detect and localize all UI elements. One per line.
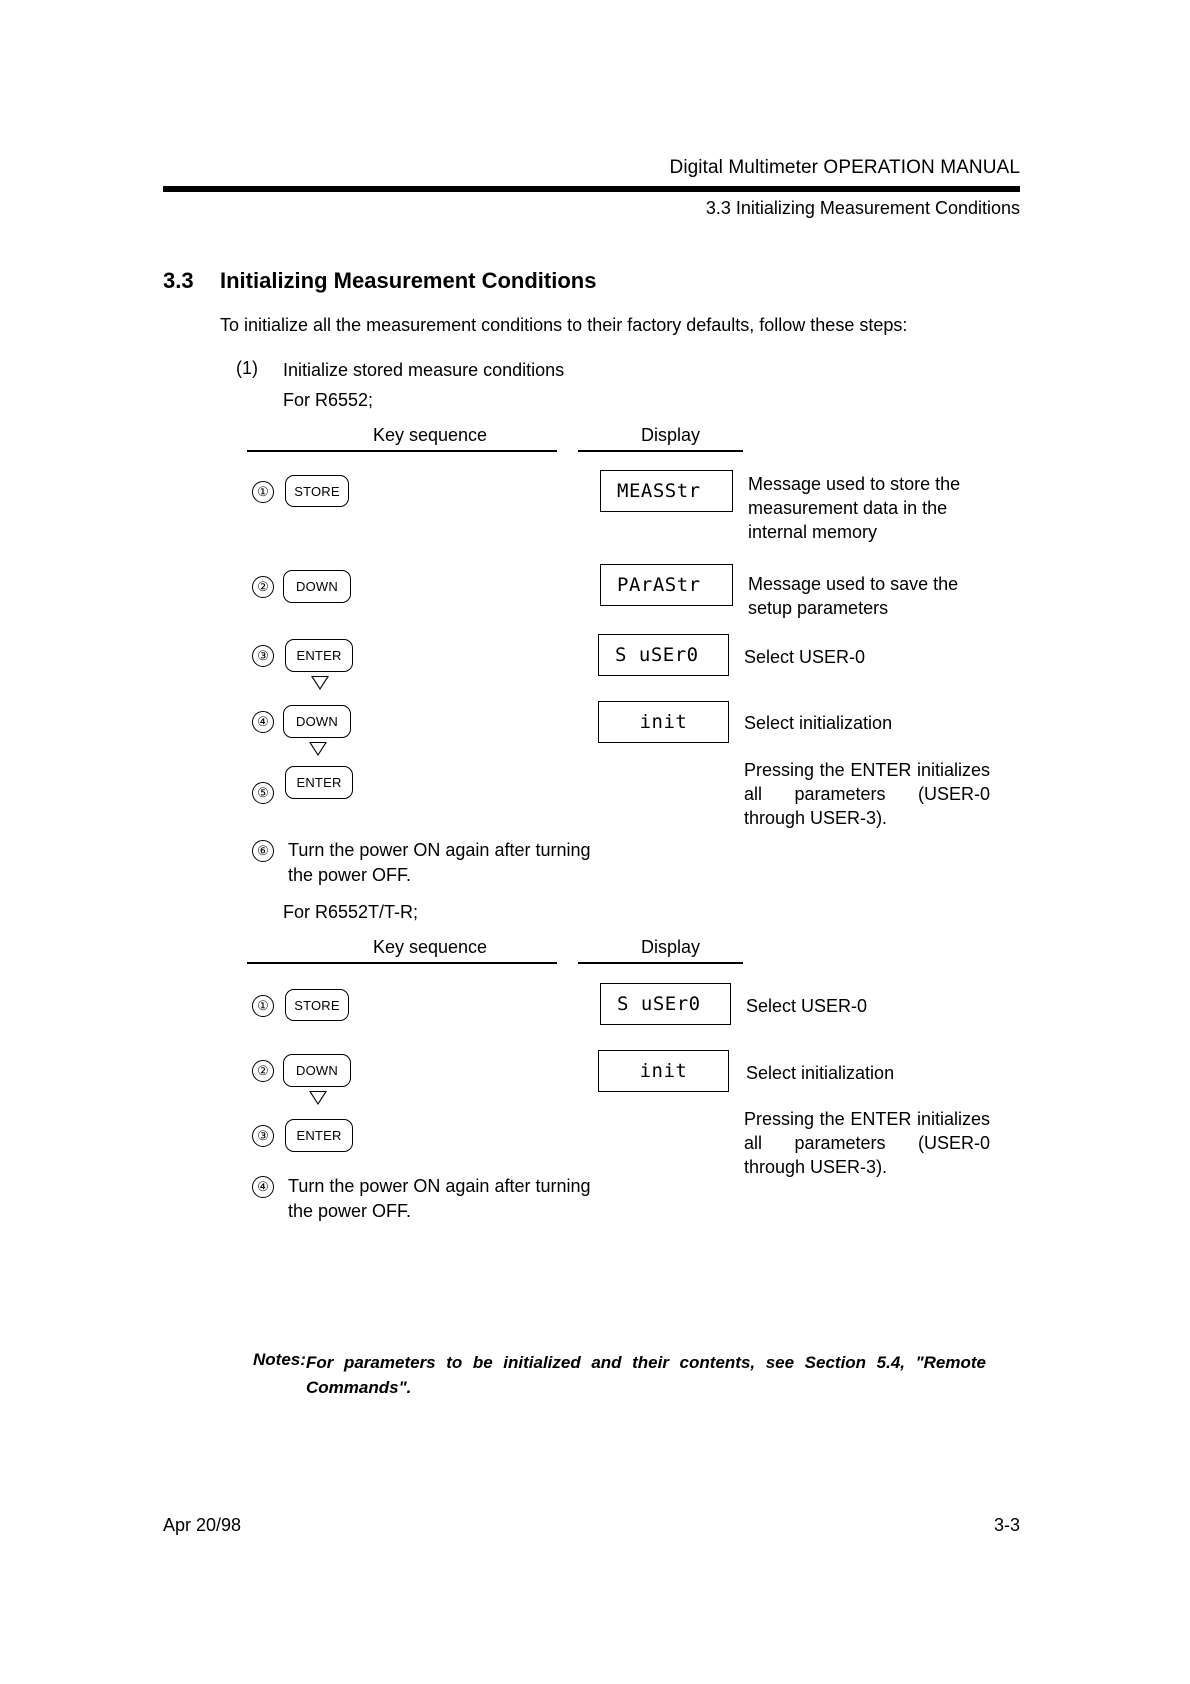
section-number: 3.3: [163, 268, 194, 293]
notes-label: Notes:: [253, 1350, 306, 1369]
table1-col-display-rule: [578, 450, 743, 452]
row-description: Select USER-0: [746, 996, 868, 1016]
table1-row-index: ⑤: [252, 782, 274, 804]
down-arrow-icon: [309, 1091, 327, 1105]
table1-col-key-rule: [247, 450, 557, 452]
table2-final-step-index: ④: [252, 1176, 274, 1198]
key-button-down[interactable]: DOWN: [283, 1054, 351, 1087]
table1-row-index: ②: [252, 576, 274, 598]
row-description: Pressing the ENTER initializes all param…: [744, 760, 990, 828]
display-box: MEASStr: [600, 470, 733, 512]
key-button-store[interactable]: STORE: [285, 475, 349, 507]
display-box: S uSEr0: [600, 983, 731, 1025]
table1-row-index: ④: [252, 711, 274, 733]
key-button-enter[interactable]: ENTER: [285, 766, 353, 799]
step-1-number: (1): [236, 358, 258, 378]
footer-page-number: 3-3: [993, 1515, 1020, 1535]
row-description: Select initialization: [746, 1063, 895, 1083]
down-arrow-icon: [309, 742, 327, 756]
table1-col-key-sequence: Key sequence: [372, 425, 488, 445]
key-button-store[interactable]: STORE: [285, 989, 349, 1021]
key-button-enter[interactable]: ENTER: [285, 1119, 353, 1152]
table1-row-index: ③: [252, 645, 274, 667]
table2-col-display: Display: [640, 937, 701, 957]
display-box: S uSEr0: [598, 634, 729, 676]
key-button-down[interactable]: DOWN: [283, 570, 351, 603]
table1-row-index: ①: [252, 481, 274, 503]
row-description: Message used to save the setup parameter…: [748, 574, 959, 618]
table2-row-index: ③: [252, 1125, 274, 1147]
row-description: Select USER-0: [744, 647, 866, 667]
table1-final-step-text: Turn the power ON again after turning th…: [288, 840, 591, 885]
header-rule: [163, 186, 1020, 192]
row-description: Select initialization: [744, 713, 893, 733]
notes-body: For parameters to be initialized and the…: [306, 1353, 986, 1397]
table1-col-display: Display: [640, 425, 701, 445]
table2-row-index: ②: [252, 1060, 274, 1082]
manual-title: Digital Multimeter OPERATION MANUAL: [669, 157, 1020, 178]
key-button-down[interactable]: DOWN: [283, 705, 351, 738]
key-button-enter[interactable]: ENTER: [285, 639, 353, 672]
table1-model-label: For R6552;: [283, 390, 374, 410]
footer-date: Apr 20/98: [163, 1515, 242, 1535]
display-box: init: [598, 701, 729, 743]
table2-final-step-text: Turn the power ON again after turning th…: [288, 1176, 591, 1221]
running-head: 3.3 Initializing Measurement Conditions: [705, 198, 1020, 218]
table2-model-label: For R6552T/T-R;: [283, 902, 419, 922]
table2-col-key-rule: [247, 962, 557, 964]
display-box: PArAStr: [600, 564, 733, 606]
table2-row-index: ①: [252, 995, 274, 1017]
section-intro: To initialize all the measurement condit…: [220, 315, 908, 335]
row-description: Message used to store the measurement da…: [748, 474, 961, 542]
display-box: init: [598, 1050, 729, 1092]
row-description: Pressing the ENTER initializes all param…: [744, 1109, 990, 1177]
table2-col-display-rule: [578, 962, 743, 964]
down-arrow-icon: [311, 676, 329, 690]
table1-final-step-index: ⑥: [252, 840, 274, 862]
section-title: Initializing Measurement Conditions: [220, 268, 597, 293]
table2-col-key-sequence: Key sequence: [372, 937, 488, 957]
step-1-title: Initialize stored measure conditions: [283, 360, 565, 380]
